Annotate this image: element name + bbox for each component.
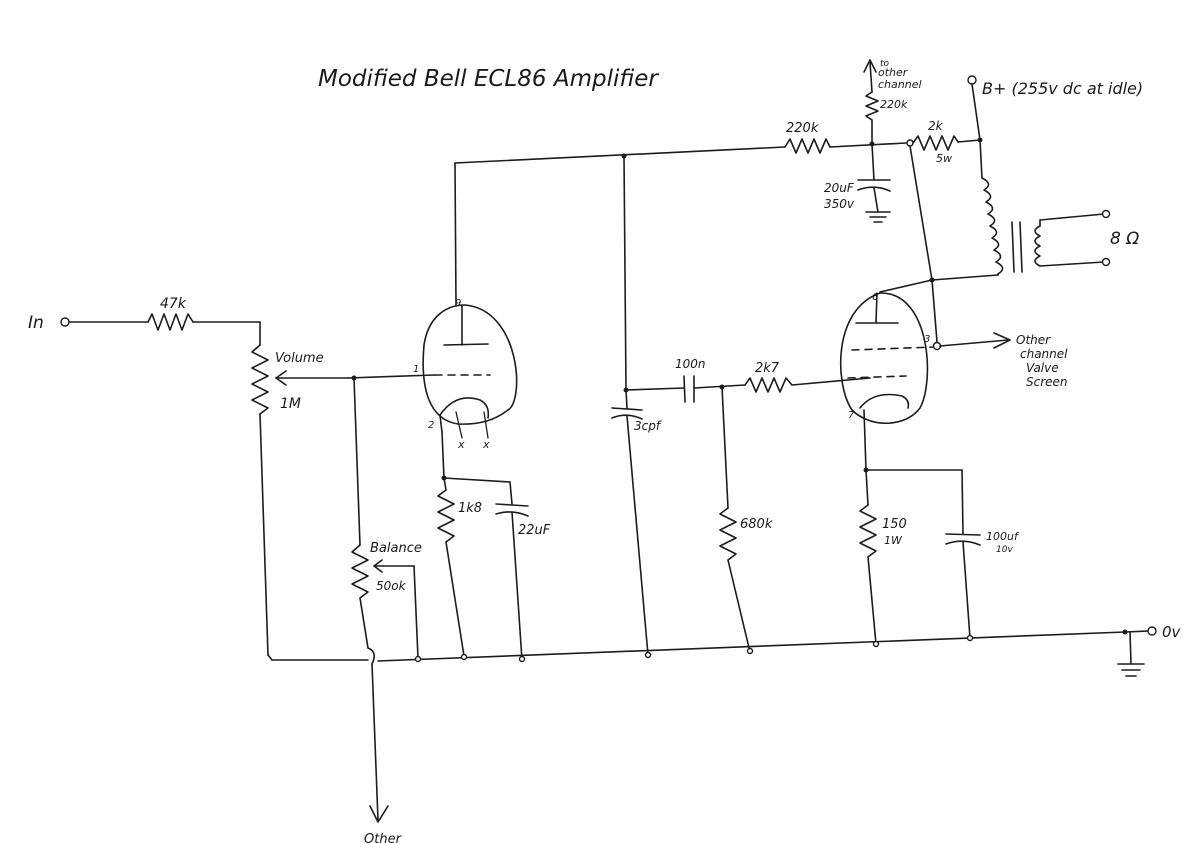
heater-pin-2: x bbox=[482, 438, 490, 451]
other-screen-label-2: channel bbox=[1020, 347, 1068, 361]
input-resistor bbox=[147, 313, 194, 331]
ground-out-label: 0v bbox=[1162, 623, 1182, 641]
to-other-label-2: other bbox=[878, 66, 909, 79]
cathode-resistor-2 bbox=[859, 504, 877, 558]
other-channel-arrow bbox=[369, 805, 389, 823]
pentode-plate-pin: 6 bbox=[872, 292, 878, 303]
other-screen-label-4: Screen bbox=[1026, 375, 1068, 389]
speaker-label: 8 Ω bbox=[1110, 229, 1139, 249]
bplus-label: B+ (255v dc at idle) bbox=[982, 79, 1143, 98]
other-channel-resistor bbox=[865, 91, 879, 121]
triode-grid-pin: 1 bbox=[413, 364, 419, 375]
grid-leak-label: 680k bbox=[740, 517, 773, 532]
supply-capacitor bbox=[857, 143, 891, 223]
cathode-capacitor-1 bbox=[495, 481, 529, 661]
other-channel-resistor-label: 220k bbox=[880, 98, 908, 111]
supply-capacitor-value: 20uF bbox=[824, 181, 855, 195]
ground-symbol bbox=[1117, 631, 1145, 677]
coupling-capacitor bbox=[683, 375, 695, 403]
input-label: In bbox=[28, 313, 44, 333]
to-other-label-1: to bbox=[880, 59, 890, 69]
grid-stopper-resistor bbox=[744, 377, 793, 393]
grid-shunt-capacitor bbox=[611, 389, 649, 656]
top-rail bbox=[454, 146, 786, 164]
grid-stopper-label: 2k7 bbox=[755, 361, 780, 376]
supply-capacitor-voltage: 350v bbox=[824, 197, 855, 211]
plate-load-resistor bbox=[784, 138, 831, 154]
balance-value: 50ok bbox=[376, 579, 407, 593]
supply-resistor-value: 2k bbox=[928, 119, 944, 133]
grid-leak-resistor bbox=[719, 507, 737, 561]
cathode-resistor-2-power: 1W bbox=[884, 534, 903, 547]
input-resistor-label: 47k bbox=[160, 296, 187, 312]
other-screen-label-3: Valve bbox=[1026, 361, 1059, 375]
supply-resistor bbox=[912, 135, 959, 151]
triode-cathode-pin: 2 bbox=[428, 420, 434, 431]
input-terminal bbox=[60, 317, 70, 327]
volume-potentiometer bbox=[251, 344, 349, 415]
diagram-title: Modified Bell ECL86 Amplifier bbox=[318, 66, 659, 92]
plate-load-label: 220k bbox=[786, 121, 819, 136]
other-screen-arrow bbox=[993, 332, 1011, 349]
other-bottom-label: Other bbox=[364, 832, 403, 843]
pentode-screen-pin: 3 bbox=[924, 334, 930, 345]
cathode-resistor-1-label: 1k8 bbox=[458, 501, 482, 516]
triode-plate-pin: 9 bbox=[455, 298, 461, 309]
coupling-capacitor-label: 100n bbox=[675, 357, 706, 371]
cathode-resistor-2-value: 150 bbox=[882, 517, 907, 532]
to-other-arrow bbox=[863, 59, 877, 73]
cathode-capacitor-2-voltage: 10v bbox=[996, 545, 1013, 555]
volume-label: Volume bbox=[275, 351, 324, 366]
cathode-capacitor-2 bbox=[945, 469, 981, 639]
pentode-cathode-pin: 7 bbox=[848, 410, 855, 421]
to-other-label-3: channel bbox=[878, 78, 922, 91]
output-transformer bbox=[981, 177, 1041, 275]
volume-value: 1M bbox=[280, 396, 301, 412]
cathode-capacitor-1-label: 22uF bbox=[518, 523, 551, 538]
cathode-capacitor-2-value: 100uf bbox=[986, 530, 1020, 543]
other-screen-label-1: Other bbox=[1016, 333, 1051, 347]
pentode-valve bbox=[839, 292, 935, 471]
cathode-resistor-1 bbox=[437, 489, 455, 543]
heater-pin-1: x bbox=[457, 438, 465, 451]
triode-valve bbox=[422, 304, 518, 439]
grid-shunt-capacitor-label: 3cpf bbox=[634, 419, 662, 433]
balance-label: Balance bbox=[370, 541, 422, 556]
supply-resistor-power: 5w bbox=[936, 152, 952, 165]
balance-potentiometer bbox=[351, 544, 419, 659]
